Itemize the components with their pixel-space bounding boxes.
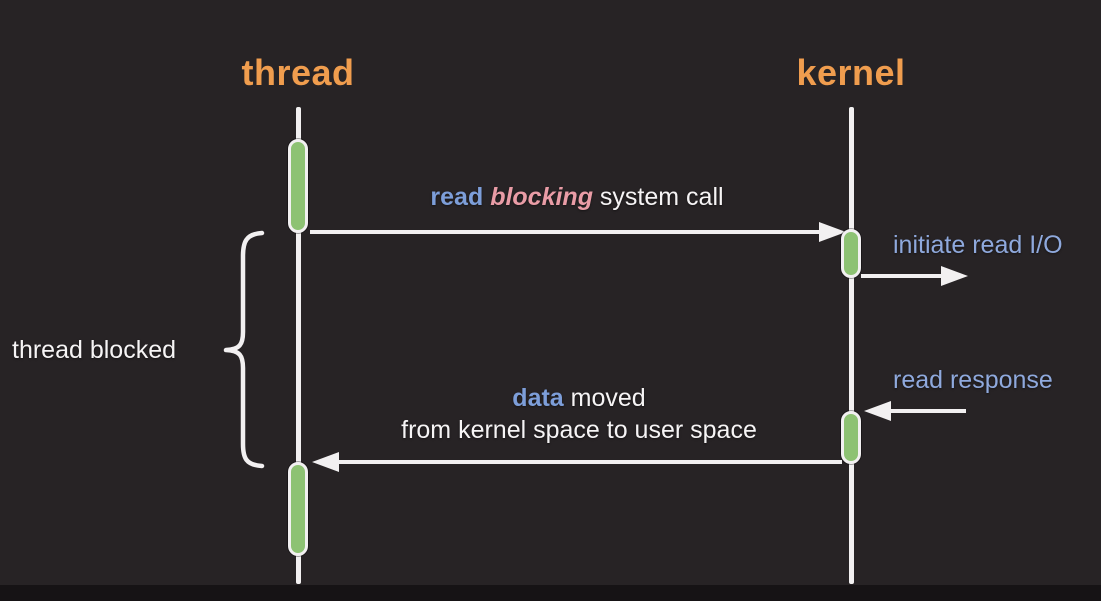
thread-blocked-label: thread blocked [12,336,177,364]
data-moved-label: data moved from kernel space to user spa… [330,382,828,446]
read-response-arrow [864,401,966,421]
thread-lifeline [296,107,301,584]
initiate-read-io-arrow [861,266,968,286]
actor-label-kernel: kernel [796,52,906,93]
thread-blocked-brace [223,230,265,469]
kernel-activation-bar-2 [841,411,861,464]
actor-label-thread: thread [241,52,355,93]
kernel-lifeline [849,107,854,584]
bottom-letterbox [0,585,1101,601]
syscall-blocking-text: blocking [490,183,593,211]
read-response-label: read response [893,366,1053,394]
data-return-arrow [312,452,842,472]
kernel-activation-bar-1 [841,229,861,278]
syscall-rest-text: system call [592,183,724,211]
syscall-message-label: read blocking system call [330,183,824,212]
initiate-read-io-label: initiate read I/O [893,231,1063,259]
data-text: data [512,384,564,412]
data-moved-line1: data moved [330,382,828,414]
moved-text: moved [563,384,646,412]
thread-activation-bar-1 [288,139,308,233]
thread-activation-bar-2 [288,462,308,556]
syscall-arrow [310,222,846,242]
syscall-read-text: read [430,183,491,211]
data-moved-line2: from kernel space to user space [401,416,757,444]
